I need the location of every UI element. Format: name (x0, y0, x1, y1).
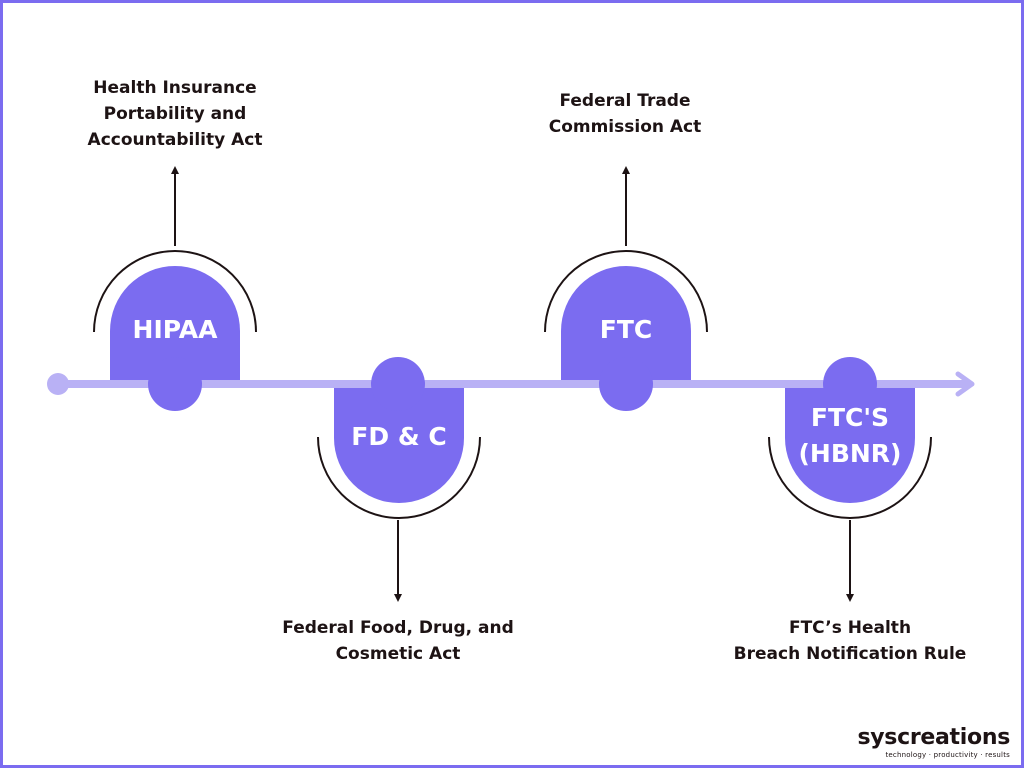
node-hbnr-shape (785, 388, 915, 503)
node-fdc-shape (334, 388, 464, 503)
description-fdc: Federal Food, Drug, and Cosmetic Act (282, 618, 514, 664)
node-fdc-knob (371, 357, 425, 411)
node-hipaa-arc (93, 250, 257, 333)
timeline (47, 371, 975, 397)
description-hbnr: FTC’s Health Breach Notification Rule (733, 618, 967, 664)
node-ftc (544, 166, 708, 411)
node-hipaa (93, 166, 257, 411)
node-fdc (317, 357, 481, 602)
timeline-arrow-icon (955, 371, 975, 397)
node-hbnr (768, 357, 932, 602)
node-ftc-arc (544, 250, 708, 333)
node-hbnr-knob (823, 357, 877, 411)
node-hipaa-shape (110, 266, 240, 380)
description-hipaa: Health Insurance Portability and Account… (87, 78, 263, 150)
badge-hipaa: HIPAA (132, 315, 218, 344)
node-hbnr-arc (768, 436, 932, 519)
description-ftc: Federal Trade Commission Act (548, 91, 702, 137)
node-ftc-shape (561, 266, 691, 380)
node-ftc-knob (599, 357, 653, 411)
badge-fdc: FD & C (351, 422, 447, 451)
badge-ftc: FTC (599, 315, 653, 344)
timeline-start-dot (47, 373, 69, 395)
logo-name: syscreations (857, 725, 1010, 750)
logo-tagline: technology · productivity · results (885, 751, 1010, 759)
node-hipaa-knob (148, 357, 202, 411)
node-fdc-arc (317, 436, 481, 519)
badge-hbnr: FTC'S (HBNR) (798, 403, 902, 468)
brand-logo: syscreations technology · productivity ·… (857, 726, 1010, 760)
